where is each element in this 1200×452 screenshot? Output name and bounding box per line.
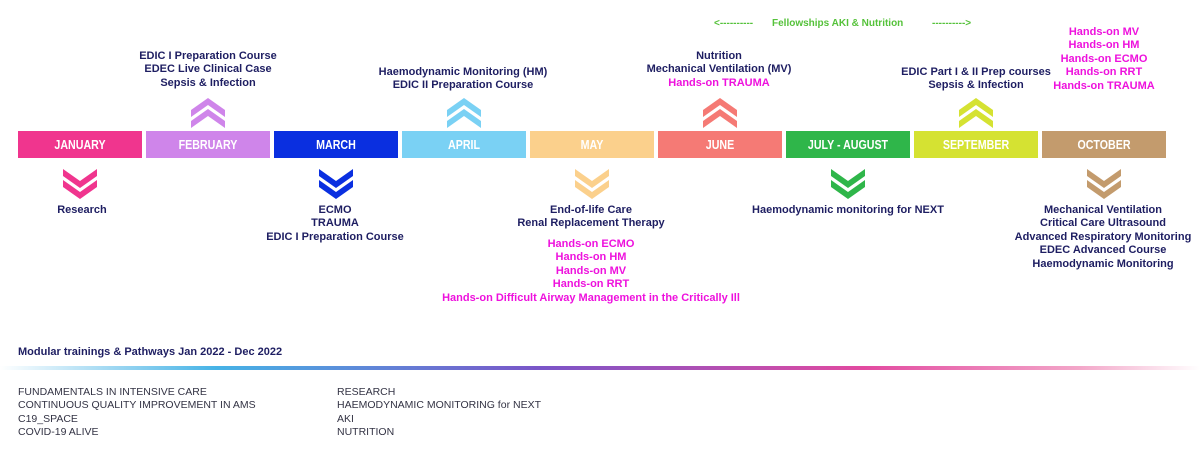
topic: Haemodynamic Monitoring xyxy=(1032,257,1174,270)
chevron-down-icon xyxy=(319,169,353,199)
month-label: MARCH xyxy=(316,137,356,152)
topic: Hands-on ECMO xyxy=(1060,52,1148,65)
fellowships-arrow-right: ----------> xyxy=(932,18,972,29)
month-label: JULY - AUGUST xyxy=(807,137,889,152)
topic: Critical Care Ultrasound xyxy=(1040,217,1166,230)
chevron-down-icon xyxy=(575,169,609,199)
topic: Hands-on RRT xyxy=(552,278,630,291)
month-label: OCTOBER xyxy=(1077,137,1131,152)
topic: Hands-on MV xyxy=(555,264,627,277)
topic: Hands-on HM xyxy=(555,251,627,264)
month-bar-july-august: JULY - AUGUST xyxy=(786,131,910,158)
october-handson-topics: Hands-on MV Hands-on HM Hands-on ECMO Ha… xyxy=(1044,26,1164,93)
pathway-item: AKI xyxy=(337,412,354,425)
pathways-title: Modular trainings & Pathways Jan 2022 - … xyxy=(18,346,283,358)
month-bar-september: SEPTEMBER xyxy=(914,131,1038,158)
topic: EDIC I Preparation Course xyxy=(139,50,277,62)
february-above-topics: EDIC I Preparation Course EDEC Live Clin… xyxy=(108,50,308,90)
topic: Advanced Respiratory Monitoring xyxy=(1014,230,1192,243)
month-bar-april: APRIL xyxy=(402,131,526,158)
month-label: MAY xyxy=(580,137,604,152)
topic: EDEC Advanced Course xyxy=(1039,244,1167,257)
september-above-topics: EDIC Part I & II Prep courses Sepsis & I… xyxy=(876,66,1076,93)
gradient-divider xyxy=(0,366,1200,370)
topic: Research xyxy=(57,204,107,216)
topic: Hands-on ECMO xyxy=(547,238,635,250)
month-bar-june: JUNE xyxy=(658,131,782,158)
topic: Hands-on Difficult Airway Management in … xyxy=(442,291,740,304)
topic: EDEC Live Clinical Case xyxy=(144,63,272,76)
pathway-item: NUTRITION xyxy=(337,426,395,439)
june-handson-topics: Hands-on TRAUMA xyxy=(619,77,819,90)
month-label: JUNE xyxy=(705,137,735,152)
pathways-column-1: FUNDAMENTALS IN INTENSIVE CARE CONTINUOU… xyxy=(18,386,256,440)
topic: Haemodynamic Monitoring (HM) xyxy=(378,66,548,78)
month-label: APRIL xyxy=(448,137,480,152)
january-below-topics: Research xyxy=(20,204,144,217)
topic: Nutrition xyxy=(696,50,742,62)
month-bar-march: MARCH xyxy=(274,131,398,158)
topic: Hands-on TRAUMA xyxy=(668,77,770,89)
october-below-topics: Mechanical Ventilation Critical Care Ult… xyxy=(1010,204,1196,271)
pathway-item: COVID-19 ALIVE xyxy=(18,426,99,439)
topic: Sepsis & Infection xyxy=(160,76,256,89)
fellowships-arrow-left: <---------- xyxy=(714,18,754,29)
topic: Hands-on RRT xyxy=(1065,66,1143,79)
topic: End-of-life Care xyxy=(550,204,632,216)
fellowships-label: Fellowships AKI & Nutrition xyxy=(772,18,904,29)
chevron-up-icon xyxy=(191,98,225,128)
month-bar-january: JANUARY xyxy=(18,131,142,158)
topic: Hands-on HM xyxy=(1068,39,1140,52)
topic: EDIC I Preparation Course xyxy=(266,230,404,243)
pathway-item: CONTINUOUS QUALITY IMPROVEMENT IN AMS xyxy=(18,399,256,412)
topic: Mechanical Ventilation xyxy=(1044,204,1162,216)
topic: ECMO xyxy=(318,204,352,216)
pathway-item: FUNDAMENTALS IN INTENSIVE CARE xyxy=(18,386,207,398)
april-above-topics: Haemodynamic Monitoring (HM) EDIC II Pre… xyxy=(363,66,563,93)
chevron-down-icon xyxy=(831,169,865,199)
topic: Sepsis & Infection xyxy=(928,79,1024,92)
month-label: SEPTEMBER xyxy=(942,137,1010,152)
chevron-up-icon xyxy=(959,98,993,128)
chevron-down-icon xyxy=(1087,169,1121,199)
month-bar-february: FEBRUARY xyxy=(146,131,270,158)
march-below-topics: ECMO TRAUMA EDIC I Preparation Course xyxy=(235,204,435,244)
pathways-column-2: RESEARCH HAEMODYNAMIC MONITORING for NEX… xyxy=(337,386,541,440)
chevron-up-icon xyxy=(447,98,481,128)
topic: Hands-on TRAUMA xyxy=(1053,79,1155,92)
chevron-up-icon xyxy=(703,98,737,128)
may-handson-topics: Hands-on ECMO Hands-on HM Hands-on MV Ha… xyxy=(441,238,741,305)
topic: TRAUMA xyxy=(311,217,359,230)
july-august-below-topics: Haemodynamic monitoring for NEXT xyxy=(728,204,968,217)
june-above-topics: Nutrition Mechanical Ventilation (MV) xyxy=(619,50,819,77)
may-below-topics: End-of-life Care Renal Replacement Thera… xyxy=(491,204,691,231)
topic: Haemodynamic monitoring for NEXT xyxy=(752,204,944,216)
topic: Hands-on MV xyxy=(1068,26,1140,38)
month-label: FEBRUARY xyxy=(178,137,238,152)
pathway-item: C19_SPACE xyxy=(18,412,78,425)
topic: EDIC Part I & II Prep courses xyxy=(901,66,1051,78)
topic: Renal Replacement Therapy xyxy=(517,217,665,230)
topic: Mechanical Ventilation (MV) xyxy=(646,63,792,76)
pathway-item: HAEMODYNAMIC MONITORING for NEXT xyxy=(337,399,541,412)
topic: EDIC II Preparation Course xyxy=(392,79,534,92)
pathway-item: RESEARCH xyxy=(337,386,396,398)
month-bar-october: OCTOBER xyxy=(1042,131,1166,158)
month-bar-may: MAY xyxy=(530,131,654,158)
chevron-down-icon xyxy=(63,169,97,199)
month-label: JANUARY xyxy=(54,137,106,152)
